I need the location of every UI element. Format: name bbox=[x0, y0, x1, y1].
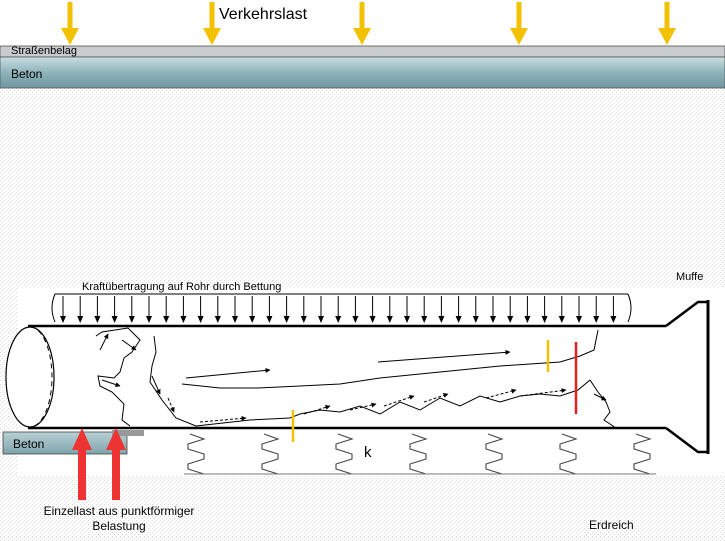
point-load-label: Einzellast aus punktförmiger Belastung bbox=[43, 504, 195, 533]
bedding-arrow bbox=[128, 296, 135, 323]
bedding-arrow bbox=[232, 296, 238, 323]
bedding-arrow bbox=[541, 296, 548, 323]
traffic-load-arrow bbox=[61, 2, 79, 45]
bedding-spring bbox=[485, 433, 504, 475]
bedding-arrow bbox=[146, 296, 152, 323]
bedding-arrow bbox=[593, 296, 600, 323]
traffic-load-label: Verkehrslast bbox=[219, 6, 308, 23]
concrete-bottom-label: Beton bbox=[13, 437, 45, 451]
bedding-arrow bbox=[94, 296, 101, 323]
bedding-arrow bbox=[283, 296, 290, 323]
bedding-arrow-row bbox=[60, 296, 617, 323]
bedding-arrow bbox=[77, 296, 84, 323]
traffic-load-arrow bbox=[203, 2, 221, 45]
bedding-spring bbox=[335, 433, 354, 475]
bedding-arrow bbox=[163, 296, 170, 323]
bedding-arrow bbox=[455, 296, 462, 323]
force-transfer-label: Kraftübertragung auf Rohr durch Bettung bbox=[82, 281, 282, 293]
bedding-spring bbox=[633, 433, 652, 475]
road-surface-layer bbox=[0, 45, 725, 58]
bedding-arrow bbox=[60, 296, 66, 323]
point-load-arrows bbox=[72, 428, 126, 500]
bedding-arrow bbox=[404, 296, 410, 323]
support-plate bbox=[112, 430, 144, 436]
bedding-arrow bbox=[369, 296, 376, 323]
socket-label: Muffe bbox=[676, 271, 704, 283]
bedding-arrow bbox=[266, 296, 273, 323]
bedding-arrow bbox=[524, 296, 531, 323]
bedding-arrow bbox=[438, 296, 445, 323]
bedding-arrow bbox=[197, 296, 204, 323]
traffic-load-arrow bbox=[658, 2, 676, 45]
road-surface-label: Straßenbelag bbox=[11, 45, 78, 57]
bedding-load-arrows bbox=[51, 293, 632, 323]
bedding-spring bbox=[261, 433, 280, 475]
bedding-arrow bbox=[576, 296, 582, 323]
bedding-arrow bbox=[558, 296, 565, 323]
bedding-arrow bbox=[180, 296, 187, 323]
concrete-top-label: Beton bbox=[11, 67, 43, 81]
traffic-load-arrows bbox=[61, 2, 676, 45]
bedding-arrow bbox=[300, 296, 307, 323]
soil-label: Erdreich bbox=[589, 518, 634, 532]
bedding-arrow bbox=[490, 296, 496, 323]
traffic-load-arrow bbox=[353, 2, 371, 45]
bedding-arrow bbox=[214, 296, 221, 323]
pipe bbox=[5, 300, 710, 454]
bedding-spring bbox=[559, 433, 578, 475]
traffic-load-arrow bbox=[510, 2, 528, 45]
bedding-spring bbox=[409, 433, 428, 475]
bedding-arrow bbox=[249, 296, 256, 323]
elastic-bedding-springs bbox=[187, 433, 652, 475]
concrete-support-bottom bbox=[2, 431, 128, 455]
concrete-layer-top bbox=[0, 56, 725, 89]
bedding-arrow bbox=[472, 296, 479, 323]
bedding-arrow bbox=[507, 296, 514, 323]
bedding-arrow bbox=[421, 296, 428, 323]
bedding-arrow bbox=[386, 296, 393, 323]
bedding-arrow bbox=[111, 296, 118, 323]
force-flow-arrows bbox=[99, 333, 607, 423]
bedding-spring bbox=[187, 433, 206, 475]
bedding-arrow bbox=[318, 296, 324, 323]
bedding-arrow bbox=[352, 296, 359, 323]
stiffness-label: k bbox=[364, 444, 372, 461]
bedding-arrow bbox=[335, 296, 342, 323]
bedding-arrow bbox=[610, 296, 617, 323]
